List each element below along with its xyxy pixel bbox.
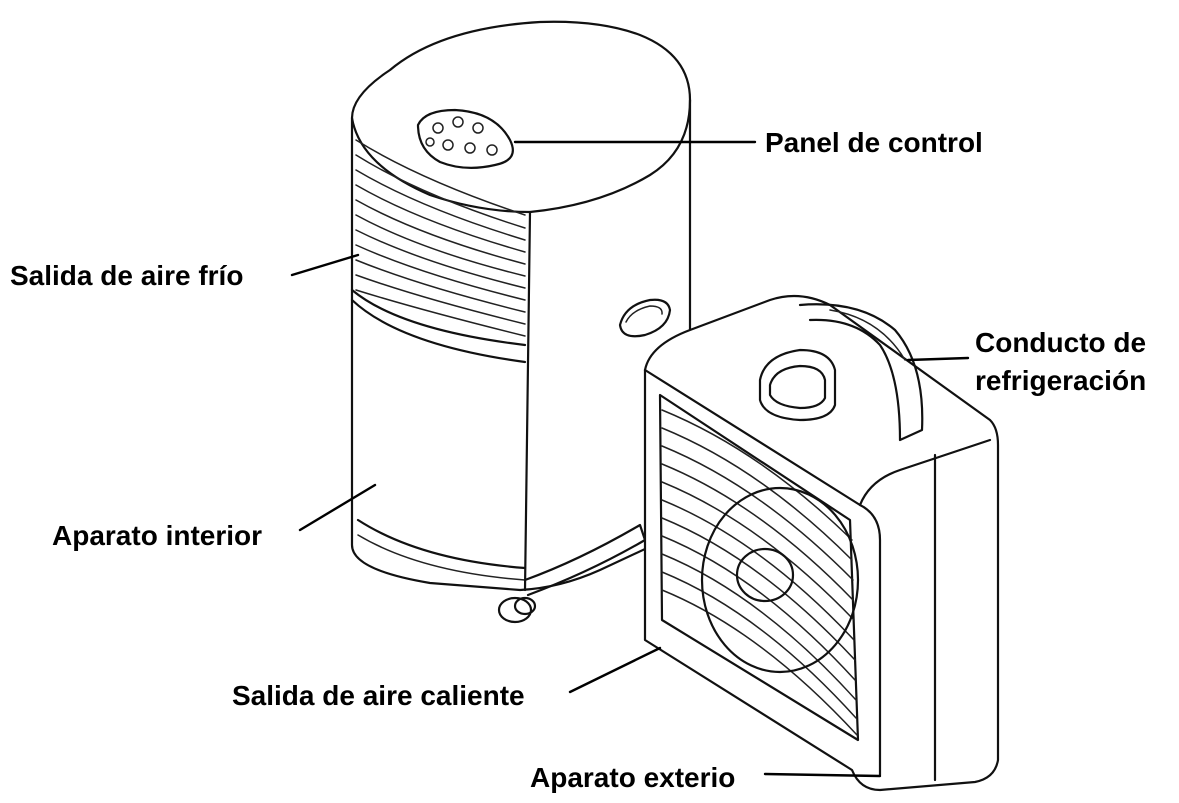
label-indoor-unit: Aparato interior [52, 520, 262, 551]
indoor-unit-drawing [352, 22, 690, 622]
label-control-panel: Panel de control [765, 127, 983, 158]
label-hot-air-outlet: Salida de aire caliente [232, 680, 525, 711]
label-cooling-duct-line2: refrigeración [975, 365, 1146, 396]
label-cooling-duct-line1: Conducto de [975, 327, 1146, 358]
leader-hot-air [570, 648, 660, 692]
label-outdoor-unit: Aparato exterio [530, 762, 735, 793]
outdoor-unit-drawing [645, 296, 998, 790]
leader-cold-air [292, 255, 358, 275]
label-cold-air-outlet: Salida de aire frío [10, 260, 243, 291]
leader-cooling-duct [908, 358, 968, 360]
